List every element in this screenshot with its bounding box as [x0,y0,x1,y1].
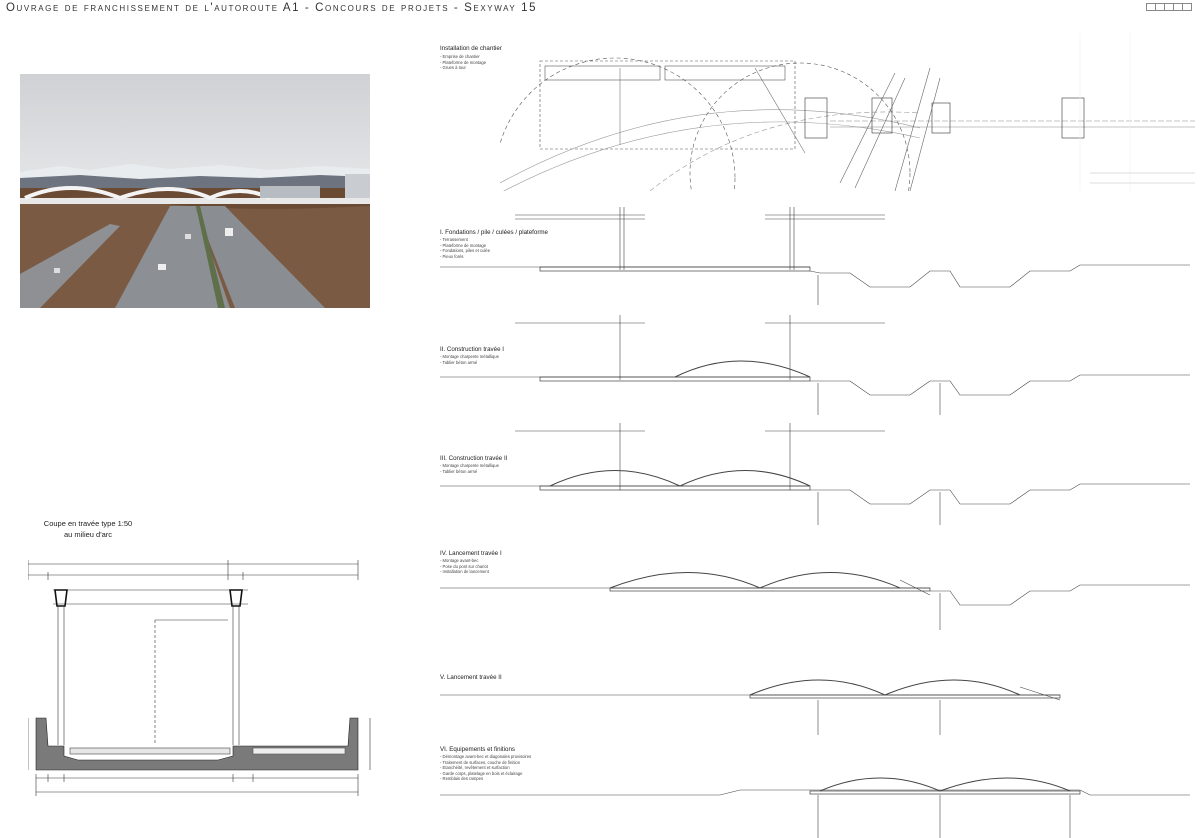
phase-4-title: IV. Lancement travée I [440,550,502,557]
photo-side-road [20,224,120,308]
cross-section-drawing [28,560,371,796]
photo-building [260,186,320,198]
page-title: Ouvrage de franchissement de l'autoroute… [6,2,538,14]
site-plan-title: Installation de chantier [440,45,502,52]
abutment-east [1061,97,1085,139]
phase-4-drawing [440,572,1190,630]
phase-5-drawing [440,679,1061,735]
phase-3-items: - Montage charpente métallique - Tablier… [440,463,499,474]
abutment-west [804,97,828,139]
page-indicator [1146,3,1192,11]
photo-bridge-deck [20,198,370,204]
arch-profile-right [229,589,243,607]
photo-bridge-arches [24,186,271,201]
site-plan-items: - Emprise de chantier - Plateforme de mo… [440,54,487,71]
construction-phases-drawing [440,207,1190,838]
phase-1-drawing [440,207,1190,305]
phase-1-items: - Terrassement - Plateforme de montage -… [440,237,491,259]
site-plan-drawing [500,33,1195,191]
phase-5-title: V. Lancement travée II [440,674,502,681]
phase-6-drawing [440,777,1190,838]
photo-sky [20,74,370,184]
phase-1-title: I. Fondations / pile / culées / platefor… [440,229,548,236]
phase-6-title: VI. Equipements et finitions [440,746,515,753]
site-photo [20,74,370,308]
arch-profile-left [54,589,68,607]
photo-highway [115,206,230,308]
phase-3-drawing [440,423,1190,525]
phase-3-title: III. Construction travée II [440,455,508,462]
cross-section-title: Coupe en travée type 1:50 au milieu d'ar… [43,519,133,539]
deck-section [35,717,359,771]
phase-2-drawing [440,315,1190,415]
photo-illustration [20,74,370,308]
phase-2-title: II. Construction travée I [440,346,504,353]
phase-2-items: - Montage charpente métallique - Tablier… [440,354,499,365]
phase-6-items: - Démontage avant-bec et diagonales prov… [440,754,532,782]
phase-4-items: - Montage avant-bec - Pose du pont sur c… [440,558,489,575]
site-area [539,60,796,150]
page-box [1182,3,1192,11]
storage-area [544,65,661,81]
